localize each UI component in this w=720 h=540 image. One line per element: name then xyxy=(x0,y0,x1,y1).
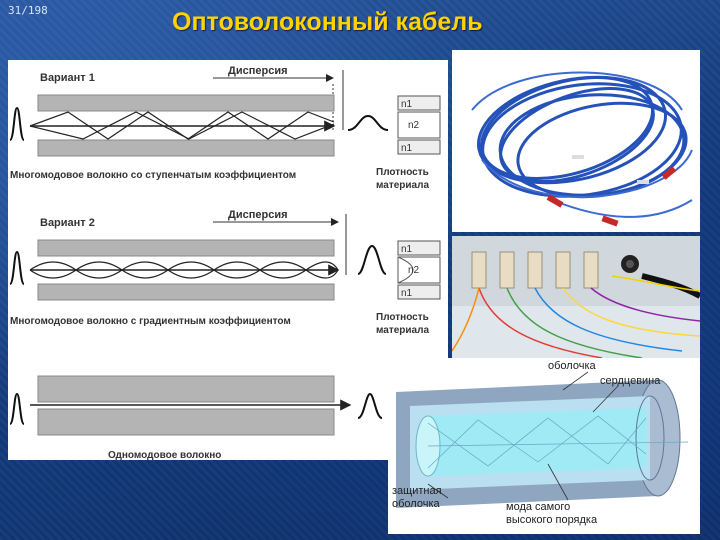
label-mode-2: высокого порядка xyxy=(506,514,598,526)
variant1-density-1: Плотность xyxy=(376,167,429,178)
variant1-ray-b xyxy=(29,111,335,140)
fiber-modes-diagram: Вариант 1 Дисперсия n1 n2 n1 Многомодово… xyxy=(8,60,448,460)
patch-panel-image xyxy=(452,236,700,358)
singlemode-cladding-top xyxy=(37,375,335,403)
variant2-n1-top: n1 xyxy=(401,244,413,255)
cable-coil-photo xyxy=(452,50,700,232)
variant1-n1-top: n1 xyxy=(401,99,413,110)
variant2-density-2: материала xyxy=(376,325,429,336)
variant1-label: Вариант 1 xyxy=(40,72,95,84)
fiber-cross-section-svg: оболочка сердцевина защитная оболочка мо… xyxy=(392,360,689,526)
label-sheath: оболочка xyxy=(548,360,596,372)
variant2-label: Вариант 2 xyxy=(40,217,95,229)
label-protective-1: защитная xyxy=(392,485,442,497)
variant1-n1-bottom: n1 xyxy=(401,143,413,154)
variant2-dispersion: Дисперсия xyxy=(228,209,288,221)
label-protective-2: оболочка xyxy=(392,498,440,510)
variant1-n2: n2 xyxy=(408,120,420,131)
variant2-cladding-top xyxy=(37,239,335,257)
variant1-output-pulse xyxy=(347,114,389,131)
slide-counter: 31/198 xyxy=(8,4,48,17)
patch-panel-photo xyxy=(452,236,700,358)
variant2-output-pulse xyxy=(357,244,387,275)
variant2-ray-a xyxy=(29,261,339,279)
fiber-cross-section: оболочка сердцевина защитная оболочка мо… xyxy=(388,358,700,534)
variant2-input-pulse xyxy=(9,250,25,285)
variant2-cladding-bottom xyxy=(37,283,335,301)
variant2-ray-b xyxy=(29,261,339,279)
variant1-caption: Многомодовое волокно со ступенчатым коэф… xyxy=(10,169,296,181)
singlemode-cladding-bottom xyxy=(37,408,335,436)
singlemode-output-pulse xyxy=(357,392,383,419)
variant1-cladding-bottom xyxy=(37,139,335,157)
variant2-n2: n2 xyxy=(408,265,420,276)
core-fill xyxy=(428,408,646,476)
variant2-density-1: Плотность xyxy=(376,312,429,323)
label-core: сердцевина xyxy=(600,375,661,387)
slide-title: Оптоволоконный кабель xyxy=(172,8,483,36)
variant1-dispersion: Дисперсия xyxy=(228,65,288,77)
label-mode-1: мода самого xyxy=(506,501,570,513)
singlemode-caption: Одномодовое волокно xyxy=(108,450,221,460)
variant1-cladding-top xyxy=(37,94,335,112)
variant2-caption: Многомодовое волокно с градиентным коэфф… xyxy=(10,315,291,327)
variant1-input-pulse xyxy=(9,106,25,141)
variant2-n1-bottom: n1 xyxy=(401,288,413,299)
singlemode-input-pulse xyxy=(9,392,25,425)
variant1-density-2: материала xyxy=(376,180,429,191)
cable-coil-image xyxy=(452,50,700,232)
fiber-modes-svg: Вариант 1 Дисперсия n1 n2 n1 Многомодово… xyxy=(9,65,441,460)
